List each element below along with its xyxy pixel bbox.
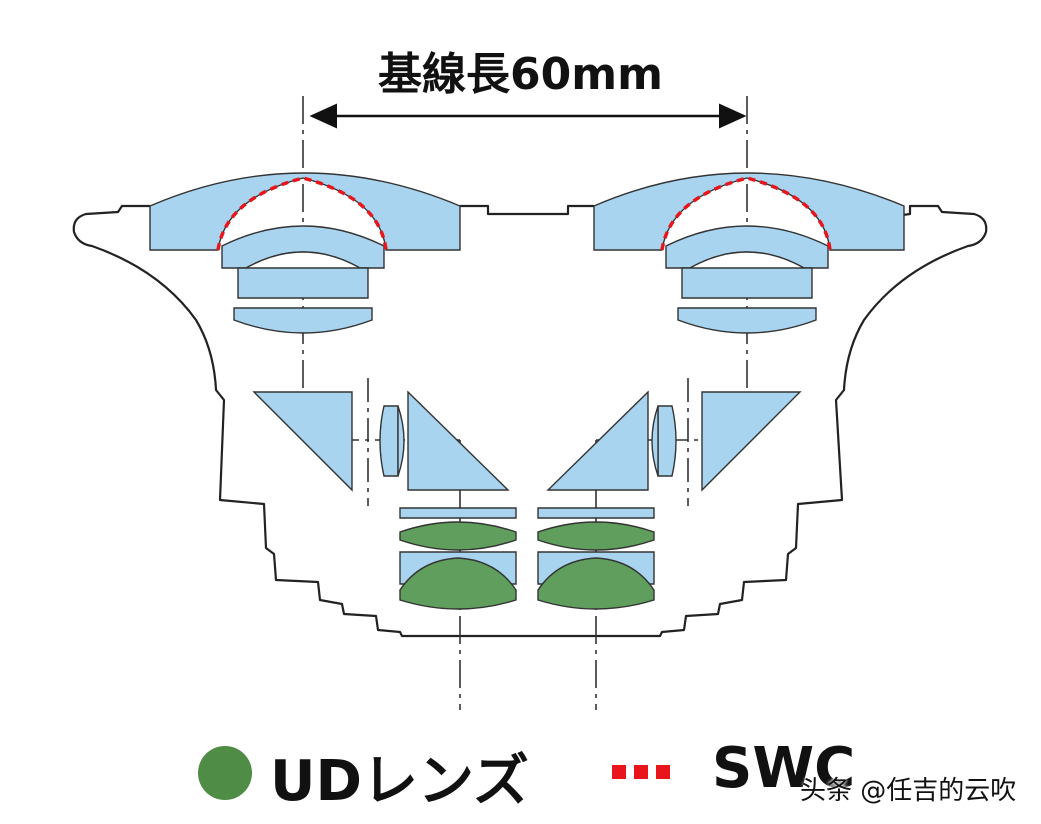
left-front-group (149, 172, 461, 334)
left-biconvex-block (237, 267, 369, 299)
left-ud-lens-1 (399, 521, 517, 551)
right-rear-thin-lens (537, 507, 655, 519)
left-swc-coating (216, 176, 388, 251)
ud-lens-legend-label: UDレンズ (270, 749, 529, 814)
right-rear-group (537, 507, 655, 610)
right-ud-lens-2 (537, 557, 655, 610)
left-ud-lens-2 (399, 557, 517, 610)
left-rear-group (399, 507, 517, 610)
left-cemented-meniscus (233, 307, 373, 334)
swc-legend-label: SWC (712, 736, 856, 801)
swc-legend-swatch (612, 764, 678, 779)
right-outer-prism (701, 391, 802, 492)
left-relay-lens-a (379, 405, 399, 477)
diagram-title: 基線長60mm (378, 49, 663, 100)
right-front-group (593, 172, 905, 334)
right-relay-lens-a (657, 405, 677, 477)
left-rear-thin-lens (399, 507, 517, 519)
right-ud-lens-1 (537, 521, 655, 551)
left-relay-lens-b (397, 405, 405, 477)
right-biconvex-block (681, 267, 813, 299)
source-watermark: 头条 @任吉的云吹 (800, 776, 1017, 806)
right-inner-prism (546, 390, 649, 491)
prism-group (252, 390, 802, 492)
left-outer-prism (252, 391, 353, 492)
right-swc-coating (660, 176, 832, 251)
barrel-housing-outline (72, 204, 988, 638)
right-relay-lens-b (651, 405, 659, 477)
left-inner-prism (407, 390, 510, 491)
right-cemented-meniscus (677, 307, 817, 334)
ud-lens-legend-swatch (198, 746, 252, 800)
